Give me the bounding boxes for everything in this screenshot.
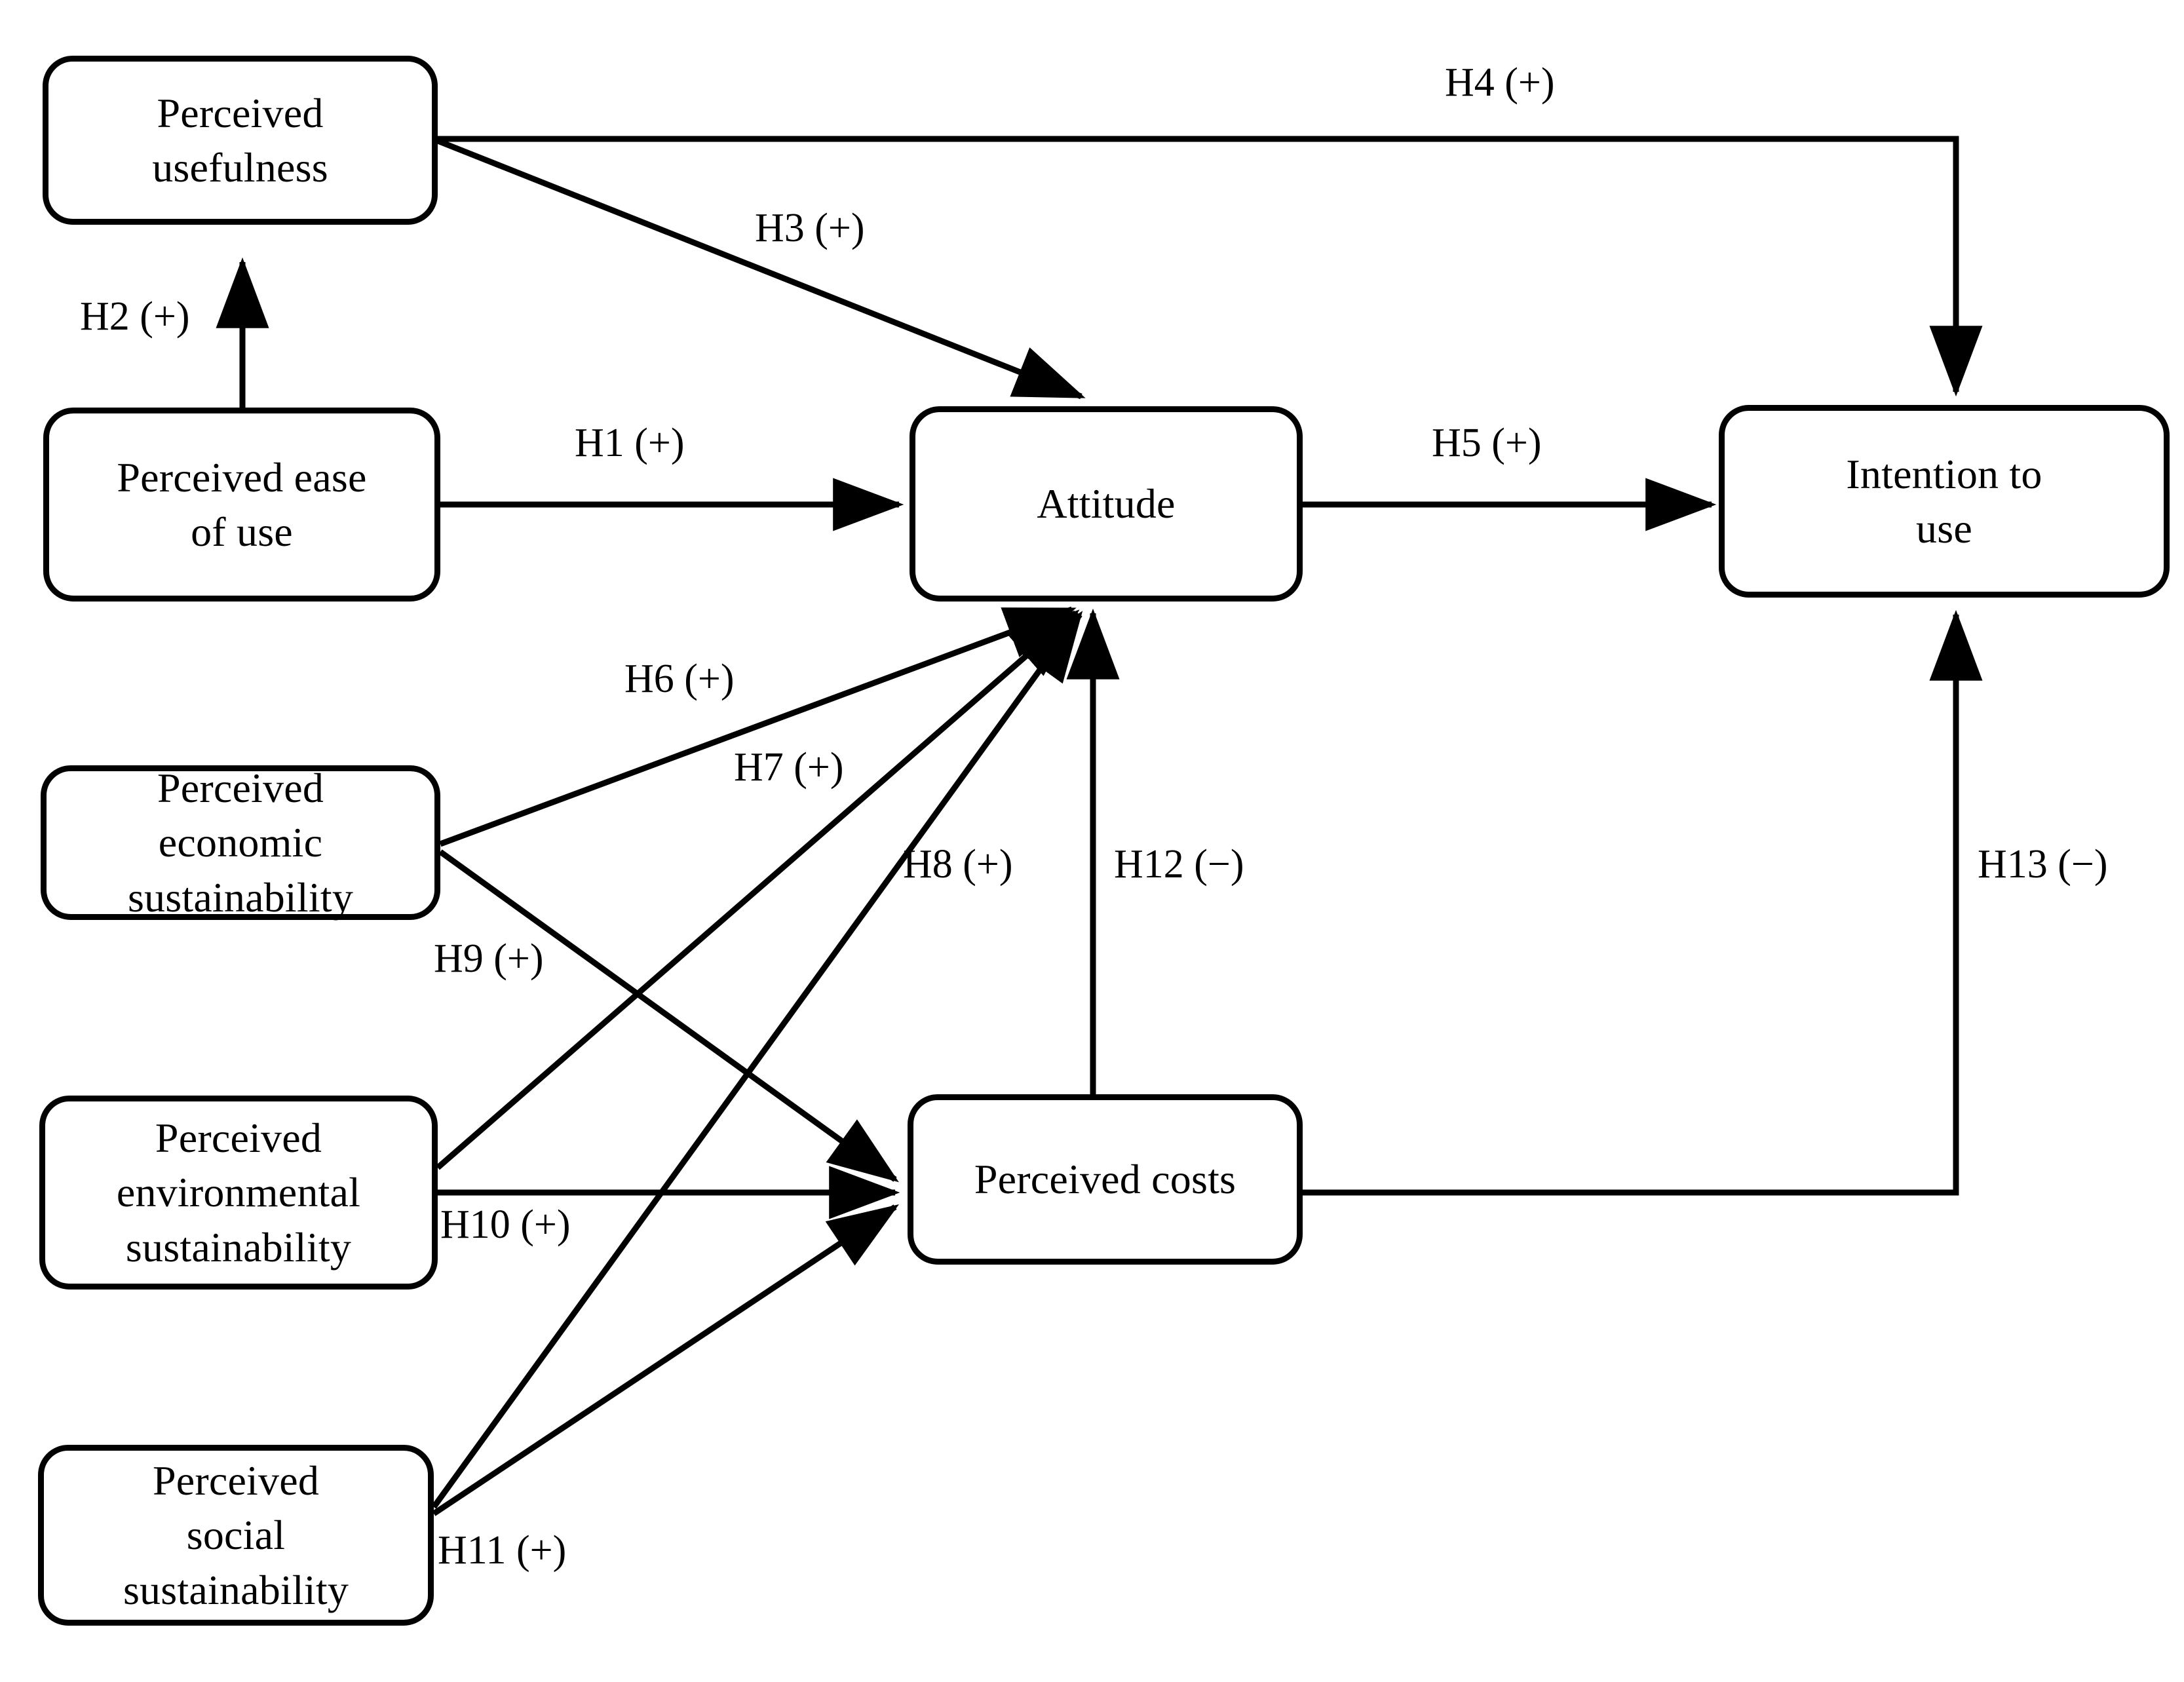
node-perceived-economic-sustainability[interactable]: Perceived economic sustainability: [41, 765, 440, 921]
node-label-perceived-social-sustainability: Perceived social sustainability: [123, 1457, 349, 1613]
edge-label-h5: H5 (+): [1432, 421, 1542, 465]
node-label-perceived-environmental-sustainability: Perceived environmental sustainability: [116, 1115, 361, 1271]
edge-label-h2: H2 (+): [80, 294, 190, 339]
edge-h8-line: [431, 611, 1083, 1509]
node-attitude[interactable]: Attitude: [910, 406, 1303, 602]
edge-label-h1: H1 (+): [575, 421, 685, 465]
edge-label-h8: H8 (+): [903, 842, 1013, 887]
node-label-intention-to-use: Intention to use: [1846, 450, 2042, 552]
edge-h13-line: [1303, 609, 1983, 1196]
node-perceived-costs[interactable]: Perceived costs: [908, 1094, 1303, 1265]
node-label-perceived-economic-sustainability: Perceived economic sustainability: [127, 765, 354, 921]
edge-label-h6: H6 (+): [624, 657, 735, 701]
edge-h9-line: [438, 849, 899, 1183]
edge-label-h4: H4 (+): [1445, 60, 1555, 105]
node-perceived-environmental-sustainability[interactable]: Perceived environmental sustainability: [39, 1096, 438, 1290]
node-label-perceived-usefulness: Perceived usefulness: [152, 89, 328, 191]
edge-label-h12: H12 (−): [1114, 842, 1244, 887]
edge-label-h9: H9 (+): [434, 936, 544, 981]
node-label-perceived-costs: Perceived costs: [974, 1156, 1236, 1203]
node-intention-to-use[interactable]: Intention to use: [1719, 405, 2170, 598]
edge-label-h13: H13 (−): [1978, 842, 2108, 887]
node-label-perceived-ease-of-use: Perceived ease of use: [117, 453, 367, 555]
node-label-attitude: Attitude: [1037, 480, 1176, 527]
edge-h3-line: [436, 138, 1086, 400]
edge-h7-line: [436, 609, 1080, 1170]
edge-label-h10: H10 (+): [440, 1202, 571, 1247]
edge-label-h7: H7 (+): [734, 745, 844, 790]
edge-h6-line: [439, 606, 1077, 847]
node-perceived-social-sustainability[interactable]: Perceived social sustainability: [38, 1445, 434, 1626]
edge-h11-line: [432, 1204, 899, 1516]
node-perceived-usefulness[interactable]: Perceived usefulness: [43, 56, 438, 225]
node-perceived-ease-of-use[interactable]: Perceived ease of use: [43, 408, 440, 602]
edge-label-h3: H3 (+): [755, 206, 865, 250]
edge-label-h11: H11 (+): [438, 1528, 567, 1573]
edge-h4-line: [438, 136, 1983, 397]
